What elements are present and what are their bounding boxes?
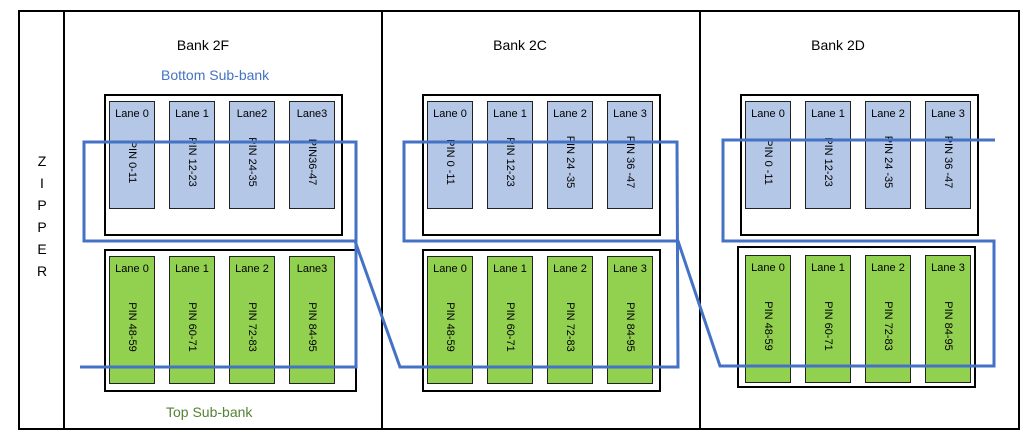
lane-block: Lane 0 PIN 0-11 <box>109 101 155 209</box>
lane-label: Lane 2 <box>553 108 587 120</box>
pin-range-label: PIN 60-71 <box>504 302 516 352</box>
pin-range-label: PIN 60-71 <box>822 301 834 351</box>
lane-label: Lane 0 <box>751 108 785 120</box>
pin-range-label: PIN 84-95 <box>624 302 636 352</box>
lane-label: Lane 3 <box>931 108 965 120</box>
lane-block: Lane 2 PIN 72-83 <box>547 256 593 384</box>
lane-block: Lane 0 PIN 0 -11 <box>745 101 791 209</box>
lane-label: Lane 2 <box>235 263 269 275</box>
lane-label: Lane 2 <box>553 263 587 275</box>
lane-label: Lane 0 <box>115 263 149 275</box>
zipper-letter: I <box>40 175 44 191</box>
lane-block: Lane 1 PIN 12-23 <box>487 101 533 209</box>
lane-label: Lane 1 <box>493 263 527 275</box>
lane-label: Lane 0 <box>115 108 149 120</box>
pin-range-label: PIN 0 -11 <box>762 139 774 185</box>
pin-range-label: PIN 84-95 <box>306 302 318 352</box>
lane-block: Lane 2 PIN 72-83 <box>229 256 275 384</box>
lane-label: Lane3 <box>296 263 328 275</box>
bank-divider-1 <box>381 10 383 430</box>
pin-range-label: PIN 48-59 <box>126 302 138 352</box>
lane-label: Lane2 <box>236 108 268 120</box>
pin-range-label: PIN 12-23 <box>186 137 198 187</box>
pin-range-label: PIN 24-35 <box>246 137 258 187</box>
zipper-divider <box>63 10 65 430</box>
zipper-letter: Z <box>37 153 47 169</box>
lane-label: Lane 0 <box>433 263 467 275</box>
lane-block: Lane 3 PIN 84-95 <box>925 255 971 383</box>
lane-block: Lane 2 PIN 72-83 <box>865 255 911 383</box>
bank-title: Bank 2F <box>176 37 230 53</box>
lane-label: Lane 1 <box>175 108 209 120</box>
lane-label: Lane 0 <box>751 262 785 274</box>
zipper-label: Z I P P E R <box>36 150 48 282</box>
lane-label: Lane 0 <box>433 108 467 120</box>
pin-range-label: PIN 72-83 <box>246 302 258 352</box>
lane-block: Lane3 PIN 84-95 <box>289 256 335 384</box>
zipper-letter: P <box>37 219 47 235</box>
pin-range-label: PIN 24 -35 <box>564 135 576 189</box>
lane-block: Lane 1 PIN 12-23 <box>805 101 851 209</box>
lane-block: Lane 3 PIN 36 -47 <box>925 101 971 209</box>
lane-label: Lane 1 <box>493 108 527 120</box>
pin-range-label: PIN36-47 <box>306 138 318 186</box>
bank-title: Bank 2C <box>493 37 547 53</box>
lane-label: Lane 3 <box>613 108 647 120</box>
pin-range-label: PIN 60-71 <box>186 302 198 352</box>
zipper-letter: E <box>37 241 47 257</box>
lane-label: Lane3 <box>296 108 328 120</box>
lane-label: Lane 2 <box>871 262 905 274</box>
lane-block: Lane 0 PIN 48-59 <box>745 255 791 383</box>
bottom-sub-bank-label: Bottom Sub-bank <box>161 67 270 83</box>
lane-block: Lane 0 PIN 48-59 <box>109 256 155 384</box>
lane-block: Lane3 PIN36-47 <box>289 101 335 209</box>
pin-range-label: PIN 0-11 <box>126 140 138 184</box>
pin-range-label: PIN 48-59 <box>444 302 456 352</box>
lane-block: Lane 3 PIN 84-95 <box>607 256 653 384</box>
lane-label: Lane 1 <box>811 108 845 120</box>
lane-block: Lane 1 PIN 60-71 <box>805 255 851 383</box>
lane-block: Lane 3 PIN 36 -47 <box>607 101 653 209</box>
pin-range-label: PIN 12-23 <box>822 137 834 187</box>
pin-range-label: PIN 84-95 <box>942 301 954 351</box>
diagram-frame <box>18 10 1020 430</box>
lane-label: Lane 2 <box>871 108 905 120</box>
pin-range-label: PIN 36 -47 <box>942 135 954 189</box>
lane-block: Lane 2 PIN 24 -35 <box>865 101 911 209</box>
lane-label: Lane 1 <box>175 263 209 275</box>
zipper-letter: R <box>36 263 48 279</box>
lane-label: Lane 3 <box>613 263 647 275</box>
pin-range-label: PIN 72-83 <box>882 301 894 351</box>
pin-range-label: PIN 24 -35 <box>882 135 894 189</box>
lane-block: Lane 0 PIN 48-59 <box>427 256 473 384</box>
lane-block: Lane 1 PIN 60-71 <box>169 256 215 384</box>
pin-range-label: PIN 36 -47 <box>624 135 636 189</box>
top-sub-bank-label: Top Sub-bank <box>166 404 253 420</box>
lane-block: Lane 1 PIN 60-71 <box>487 256 533 384</box>
lane-block: Lane 2 PIN 24 -35 <box>547 101 593 209</box>
zipper-letter: P <box>37 197 47 213</box>
pin-range-label: PIN 48-59 <box>762 301 774 351</box>
pin-range-label: PIN 72-83 <box>564 302 576 352</box>
lane-label: Lane 3 <box>931 262 965 274</box>
lane-block: Lane2 PIN 24-35 <box>229 101 275 209</box>
bank-divider-2 <box>699 10 701 430</box>
lane-block: Lane 0 PIN 0 -11 <box>427 101 473 209</box>
lane-block: Lane 1 PIN 12-23 <box>169 101 215 209</box>
pin-range-label: PIN 0 -11 <box>444 139 456 185</box>
bank-title: Bank 2D <box>811 37 865 53</box>
lane-label: Lane 1 <box>811 262 845 274</box>
pin-range-label: PIN 12-23 <box>504 137 516 187</box>
